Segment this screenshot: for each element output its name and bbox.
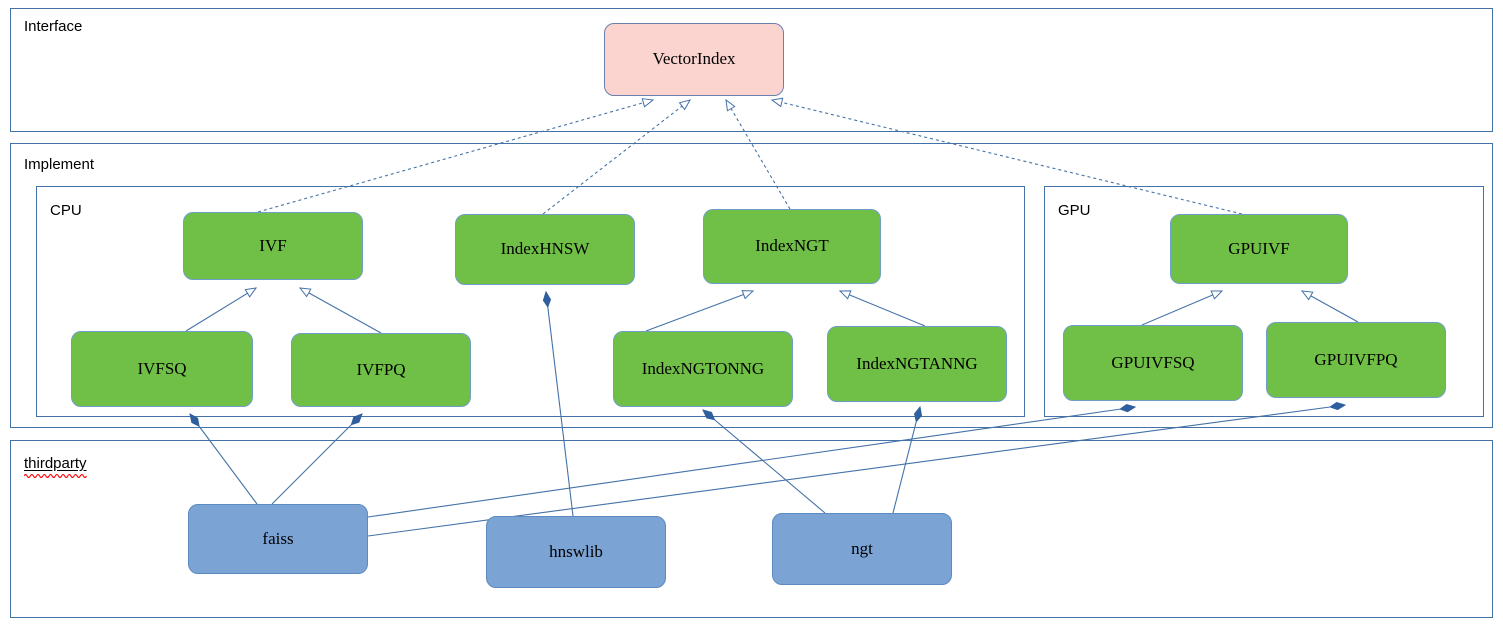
node-gpuivf[interactable]: GPUIVF bbox=[1170, 214, 1348, 284]
node-indexngtanng[interactable]: IndexNGTANNG bbox=[827, 326, 1007, 402]
node-label-indexngt: IndexNGT bbox=[755, 236, 829, 256]
edge-gpuivf-vectorindex bbox=[770, 97, 1243, 215]
node-label-ivf: IVF bbox=[259, 235, 287, 255]
package-thirdparty bbox=[10, 440, 1493, 618]
edge-faiss-gpuivfsq bbox=[367, 407, 1135, 518]
edge-gpuivfsq-gpuivf bbox=[1141, 290, 1224, 326]
node-label-gpuivfsq: GPUIVFSQ bbox=[1111, 352, 1195, 372]
node-gpuivfsq[interactable]: GPUIVFSQ bbox=[1063, 325, 1243, 401]
edge-ngt-indexngtanng bbox=[892, 407, 920, 514]
node-faiss[interactable]: faiss bbox=[188, 504, 368, 574]
node-hnswlib[interactable]: hnswlib bbox=[486, 516, 666, 588]
package-label-thirdparty-text: thirdparty bbox=[24, 455, 87, 472]
node-vectorindex[interactable]: VectorIndex bbox=[604, 23, 784, 96]
edge-faiss-ivfsq bbox=[190, 414, 258, 505]
package-label-interface: Interface bbox=[24, 18, 83, 35]
edge-gpuivfpq-gpuivf bbox=[1300, 290, 1359, 323]
edge-hnswlib-indexhnsw bbox=[546, 292, 574, 517]
edge-ngt-indexngtonng bbox=[703, 410, 826, 514]
package-cpu bbox=[36, 186, 1025, 417]
spellcheck-squiggle-icon bbox=[24, 473, 87, 478]
node-label-indexngtonng: IndexNGTONNG bbox=[641, 358, 765, 378]
edge-indexngt-vectorindex bbox=[725, 98, 791, 210]
node-label-faiss: faiss bbox=[262, 528, 294, 548]
edge-faiss-gpuivfpq bbox=[367, 405, 1345, 537]
edge-ivfsq-ivf bbox=[185, 287, 258, 332]
node-label-ngt: ngt bbox=[851, 538, 873, 558]
node-label-gpuivfpq: GPUIVFPQ bbox=[1314, 349, 1398, 369]
node-indexhnsw[interactable]: IndexHNSW bbox=[455, 214, 635, 285]
package-label-thirdparty: thirdparty bbox=[24, 455, 87, 478]
node-indexngt[interactable]: IndexNGT bbox=[703, 209, 881, 284]
package-gpu bbox=[1044, 186, 1484, 417]
node-label-gpuivf: GPUIVF bbox=[1228, 238, 1290, 258]
node-ivfsq[interactable]: IVFSQ bbox=[71, 331, 253, 407]
node-label-indexngtanng: IndexNGTANNG bbox=[856, 353, 978, 373]
node-ivf[interactable]: IVF bbox=[183, 212, 363, 280]
node-gpuivfpq[interactable]: GPUIVFPQ bbox=[1266, 322, 1446, 398]
edge-ivfpq-ivf bbox=[298, 287, 382, 334]
node-indexngtonng[interactable]: IndexNGTONNG bbox=[613, 331, 793, 407]
package-label-gpu: GPU bbox=[1058, 202, 1091, 219]
node-ivfpq[interactable]: IVFPQ bbox=[291, 333, 471, 407]
node-label-vectorindex: VectorIndex bbox=[652, 49, 736, 69]
package-interface bbox=[10, 8, 1493, 132]
node-label-hnswlib: hnswlib bbox=[549, 541, 603, 561]
edge-indexhnsw-vectorindex bbox=[542, 99, 692, 215]
edge-ivf-vectorindex bbox=[257, 98, 655, 213]
node-label-indexhnsw: IndexHNSW bbox=[500, 239, 590, 259]
node-ngt[interactable]: ngt bbox=[772, 513, 952, 585]
edge-faiss-ivfpq bbox=[271, 414, 362, 505]
node-label-ivfsq: IVFSQ bbox=[137, 358, 187, 378]
package-label-implement: Implement bbox=[24, 156, 95, 173]
package-implement bbox=[10, 143, 1493, 428]
edge-indexngtanng-indexngt bbox=[838, 290, 926, 327]
edge-indexngtonng-indexngt bbox=[645, 290, 755, 332]
node-label-ivfpq: IVFPQ bbox=[356, 359, 406, 379]
package-label-cpu: CPU bbox=[50, 202, 82, 219]
